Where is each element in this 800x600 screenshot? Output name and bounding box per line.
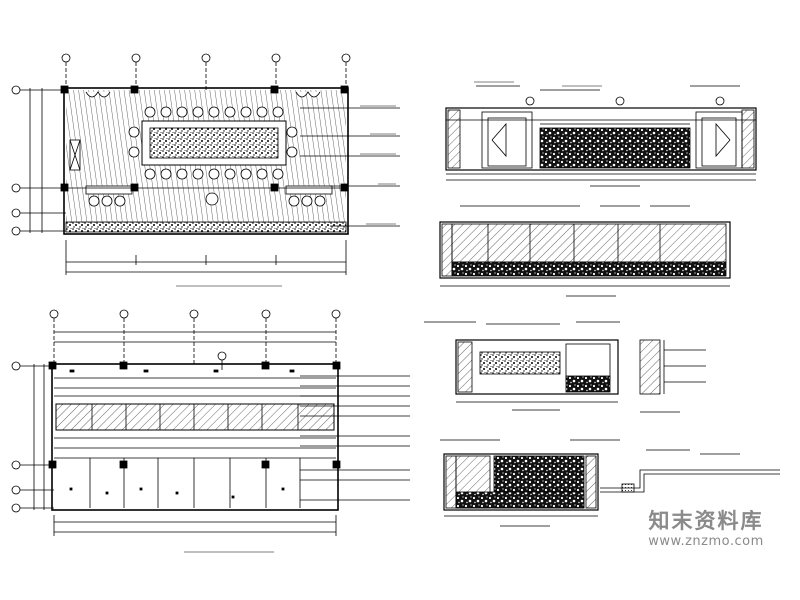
watermark: 知末资料库 www.znzmo.com: [626, 508, 786, 550]
chairs-bottom: [144, 168, 284, 180]
watermark-title: 知末资料库: [648, 509, 764, 533]
elevation-c-view: [424, 321, 706, 413]
light-fixtures: [69, 369, 295, 499]
annotation-text-marks: [176, 81, 602, 553]
ceiling-leaders: [300, 375, 410, 501]
grid-bubbles-top: [61, 53, 351, 90]
plan-columns: [60, 85, 349, 192]
chairs-top: [144, 106, 284, 118]
soffit-dividers: [91, 404, 299, 430]
plan-leaders: [300, 107, 400, 227]
elevation-d-view: [440, 439, 780, 527]
grid-bubbles-left: [11, 85, 66, 236]
ceiling-plan-view: [11, 309, 410, 536]
elevation-b-panels: [487, 224, 661, 262]
elevation-b-view: [439, 205, 731, 297]
watermark-url: www.znzmo.com: [648, 534, 764, 549]
floor-plan-label-ticks: [360, 105, 396, 225]
elevation-a-view: [445, 85, 757, 187]
floor-plan-view: [11, 53, 400, 275]
